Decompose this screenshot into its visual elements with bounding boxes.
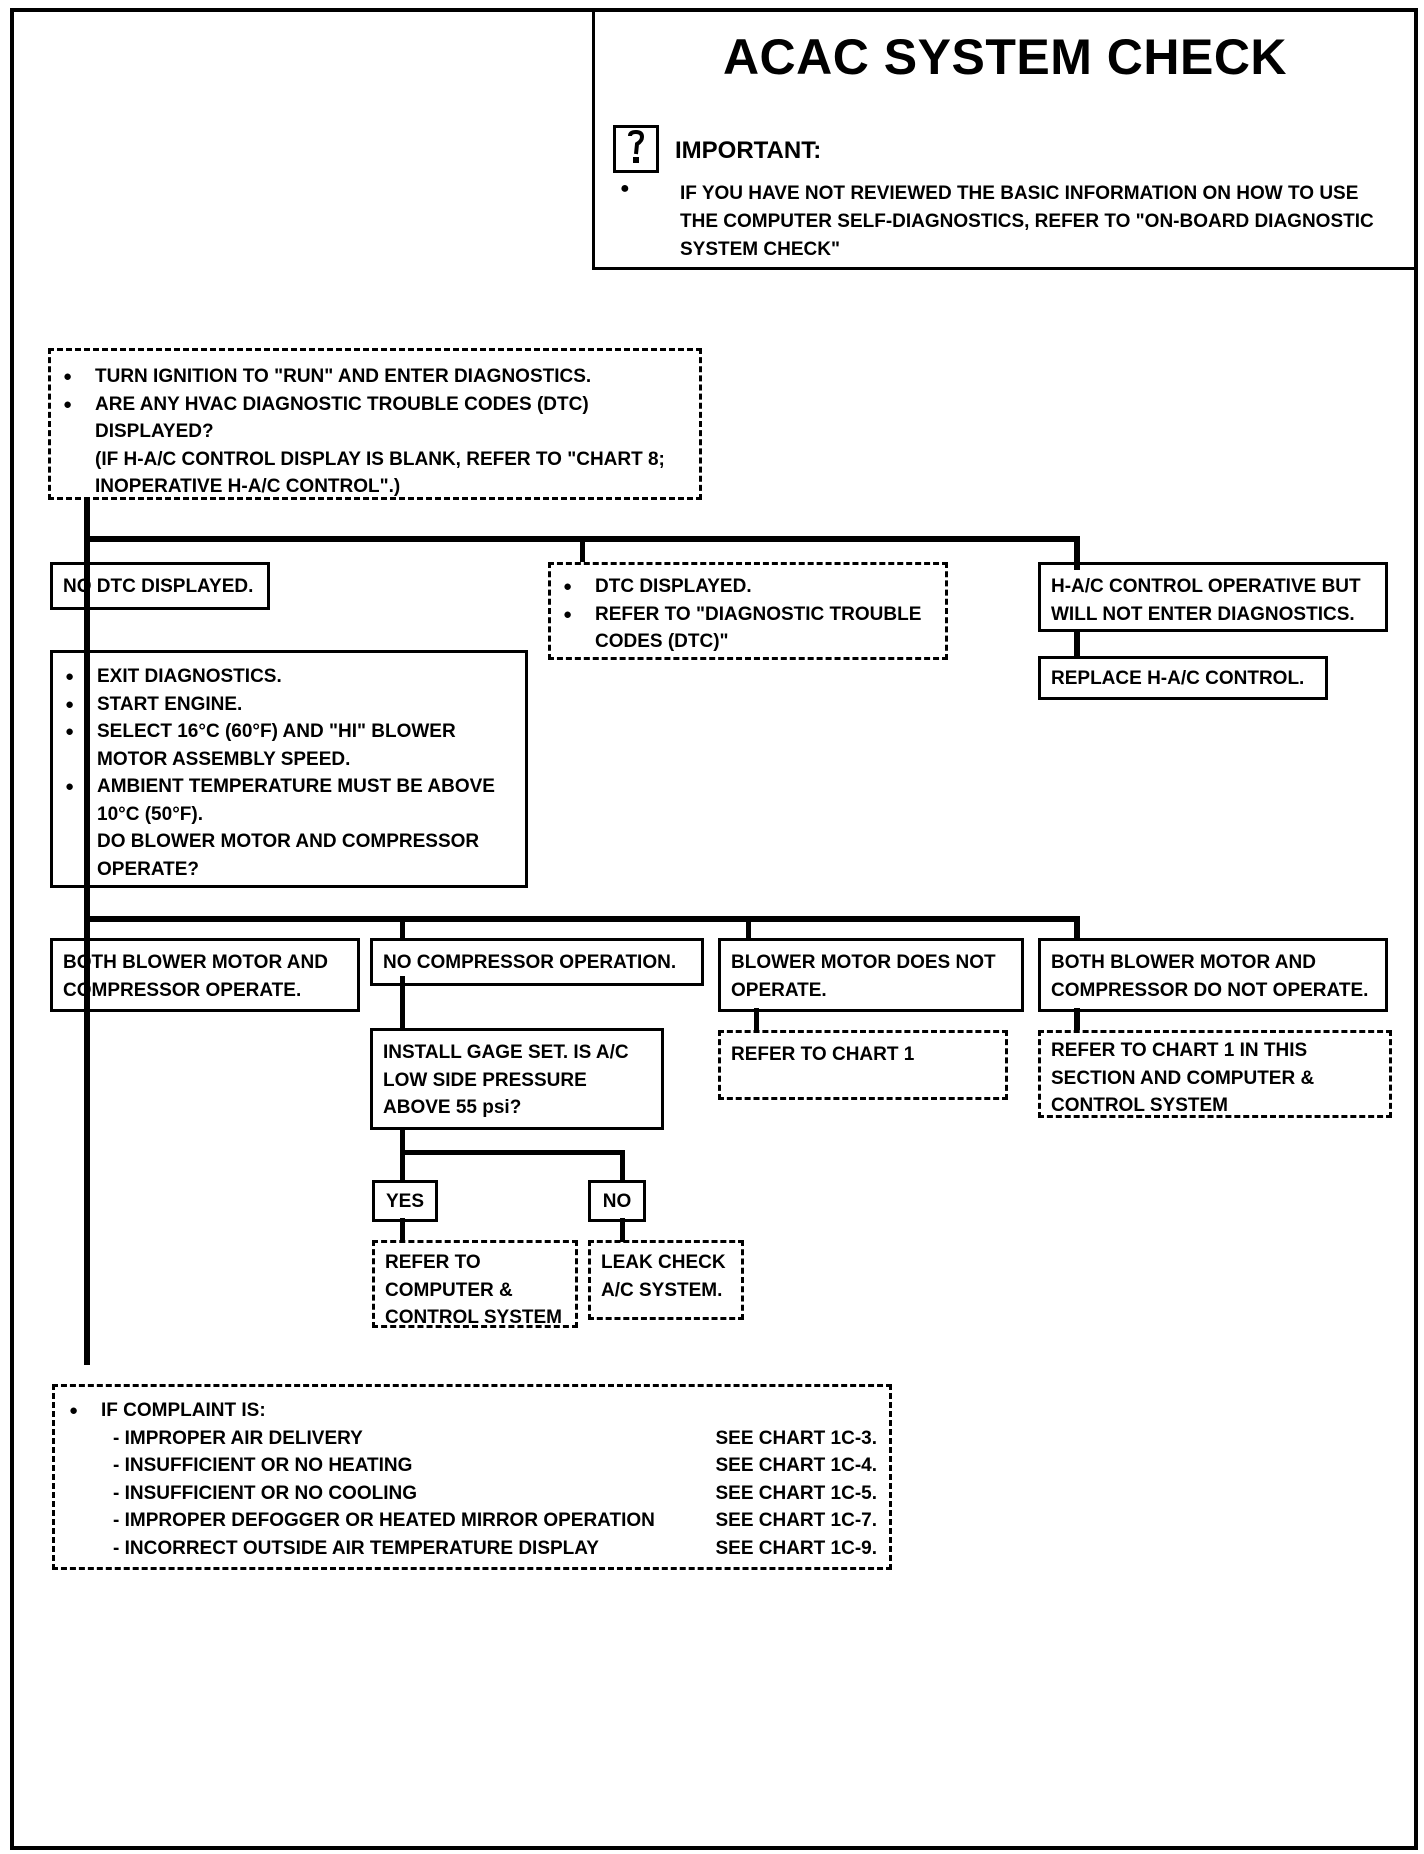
complaint-chart: SEE CHART 1C-7. (715, 1510, 877, 1531)
complaint-item: - IMPROPER DEFOGGER OR HEATED MIRROR OPE… (113, 1510, 655, 1531)
both-not-operate-text: BOTH BLOWER MOTOR AND COMPRESSOR DO NOT … (1051, 952, 1369, 1001)
no-label: NO (602, 1191, 632, 1212)
no-dtc-box: NO DTC DISPLAYED. (50, 562, 270, 610)
complaint-row: - INCORRECT OUTSIDE AIR TEMPERATURE DISP… (67, 1535, 877, 1563)
complaint-heading: IF COMPLAINT IS: (67, 1397, 877, 1425)
complaint-item: - IMPROPER AIR DELIVERY (113, 1427, 363, 1449)
important-icon (613, 125, 659, 173)
dtc-bullet-1: DTC DISPLAYED. (561, 573, 935, 601)
control-operative-text: H-A/C CONTROL OPERATIVE BUT WILL NOT ENT… (1051, 576, 1361, 625)
complaint-box: IF COMPLAINT IS: - IMPROPER AIR DELIVERY… (52, 1384, 892, 1570)
start-step-box: TURN IGNITION TO "RUN" AND ENTER DIAGNOS… (48, 348, 702, 500)
exit-bullet-2: START ENGINE. (63, 691, 515, 719)
blower-not-operate-box: BLOWER MOTOR DOES NOT OPERATE. (718, 938, 1024, 1012)
complaint-chart: SEE CHART 1C-9. (715, 1537, 877, 1559)
connector (400, 1218, 405, 1242)
exit-bullet-1: EXIT DIAGNOSTICS. (63, 663, 515, 691)
both-operate-box: BOTH BLOWER MOTOR AND COMPRESSOR OPERATE… (50, 938, 360, 1012)
no-compressor-box: NO COMPRESSOR OPERATION. (370, 938, 704, 986)
gage-text: INSTALL GAGE SET. IS A/C LOW SIDE PRESSU… (383, 1042, 629, 1118)
connector (84, 500, 90, 1365)
complaint-row: - IMPROPER AIR DELIVERY SEE CHART 1C-3. (67, 1425, 877, 1453)
exit-question: DO BLOWER MOTOR AND COMPRESSOR OPERATE? (97, 831, 480, 880)
blower-not-operate-text: BLOWER MOTOR DOES NOT OPERATE. (731, 952, 996, 1001)
exit-diagnostics-box: EXIT DIAGNOSTICS. START ENGINE. SELECT 1… (50, 650, 528, 888)
exit-bullet-3: SELECT 16°C (60°F) AND "HI" BLOWER MOTOR… (63, 718, 515, 773)
page-title: ACAC SYSTEM CHECK (722, 29, 1288, 85)
gage-box: INSTALL GAGE SET. IS A/C LOW SIDE PRESSU… (370, 1028, 664, 1130)
connector (1074, 536, 1080, 570)
dtc-bullet-2: REFER TO "DIAGNOSTIC TROUBLE CODES (DTC)… (561, 601, 935, 656)
complaint-row: - IMPROPER DEFOGGER OR HEATED MIRROR OPE… (67, 1507, 877, 1535)
connector (754, 1008, 759, 1030)
connector (1074, 916, 1080, 938)
refer-computer-text: REFER TO COMPUTER & CONTROL SYSTEM (385, 1252, 562, 1328)
complaint-item: - INSUFFICIENT OR NO COOLING (113, 1482, 417, 1504)
exit-bullet-4: AMBIENT TEMPERATURE MUST BE ABOVE 10°C (… (63, 773, 515, 828)
page-frame (10, 8, 1418, 1850)
no-dtc-text: NO DTC DISPLAYED. (63, 576, 254, 597)
complaint-chart: SEE CHART 1C-5. (715, 1482, 877, 1504)
refer-computer-box: REFER TO COMPUTER & CONTROL SYSTEM (372, 1240, 578, 1328)
start-bullet-2: ARE ANY HVAC DIAGNOSTIC TROUBLE CODES (D… (61, 391, 689, 446)
important-label: IMPORTANT: (675, 137, 822, 164)
complaint-item: - INSUFFICIENT OR NO HEATING (113, 1455, 413, 1476)
connector (400, 1150, 625, 1155)
refer-chart1-section-box: REFER TO CHART 1 IN THIS SECTION AND COM… (1038, 1030, 1392, 1118)
connector (400, 916, 405, 938)
replace-control-box: REPLACE H-A/C CONTROL. (1038, 656, 1328, 700)
refer-chart1-section-text: REFER TO CHART 1 IN THIS SECTION AND COM… (1051, 1040, 1315, 1116)
connector (1074, 1008, 1080, 1030)
connector (620, 1150, 625, 1180)
yes-label: YES (385, 1191, 425, 1212)
start-note: (IF H-A/C CONTROL DISPLAY IS BLANK, REFE… (95, 448, 665, 498)
replace-control-text: REPLACE H-A/C CONTROL. (1051, 668, 1305, 689)
leak-check-box: LEAK CHECK A/C SYSTEM. (588, 1240, 744, 1320)
leak-check-text: LEAK CHECK A/C SYSTEM. (601, 1252, 726, 1301)
connector (580, 536, 585, 562)
connector (1074, 632, 1080, 658)
yes-box: YES (372, 1180, 438, 1222)
complaint-chart: SEE CHART 1C-4. (715, 1455, 877, 1476)
complaint-item: - INCORRECT OUTSIDE AIR TEMPERATURE DISP… (113, 1537, 599, 1559)
connector (84, 916, 1080, 922)
no-compressor-text: NO COMPRESSOR OPERATION. (383, 952, 677, 973)
important-text: IF YOU HAVE NOT REVIEWED THE BASIC INFOR… (680, 183, 1374, 260)
connector (400, 976, 405, 1028)
complaint-chart: SEE CHART 1C-3. (715, 1427, 877, 1449)
start-bullet-1: TURN IGNITION TO "RUN" AND ENTER DIAGNOS… (61, 363, 689, 391)
complaint-row: - INSUFFICIENT OR NO COOLING SEE CHART 1… (67, 1480, 877, 1508)
both-operate-text: BOTH BLOWER MOTOR AND COMPRESSOR OPERATE… (63, 952, 328, 1001)
refer-chart1-text: REFER TO CHART 1 (731, 1044, 915, 1065)
connector (746, 916, 751, 938)
connector (620, 1218, 625, 1242)
refer-chart1-box: REFER TO CHART 1 (718, 1030, 1008, 1100)
bullet-icon: ● (620, 180, 630, 197)
header-box (592, 8, 1418, 270)
control-operative-box: H-A/C CONTROL OPERATIVE BUT WILL NOT ENT… (1038, 562, 1388, 632)
complaint-row: - INSUFFICIENT OR NO HEATING SEE CHART 1… (67, 1452, 877, 1480)
no-box: NO (588, 1180, 646, 1222)
both-not-operate-box: BOTH BLOWER MOTOR AND COMPRESSOR DO NOT … (1038, 938, 1388, 1012)
dtc-displayed-box: DTC DISPLAYED. REFER TO "DIAGNOSTIC TROU… (548, 562, 948, 660)
